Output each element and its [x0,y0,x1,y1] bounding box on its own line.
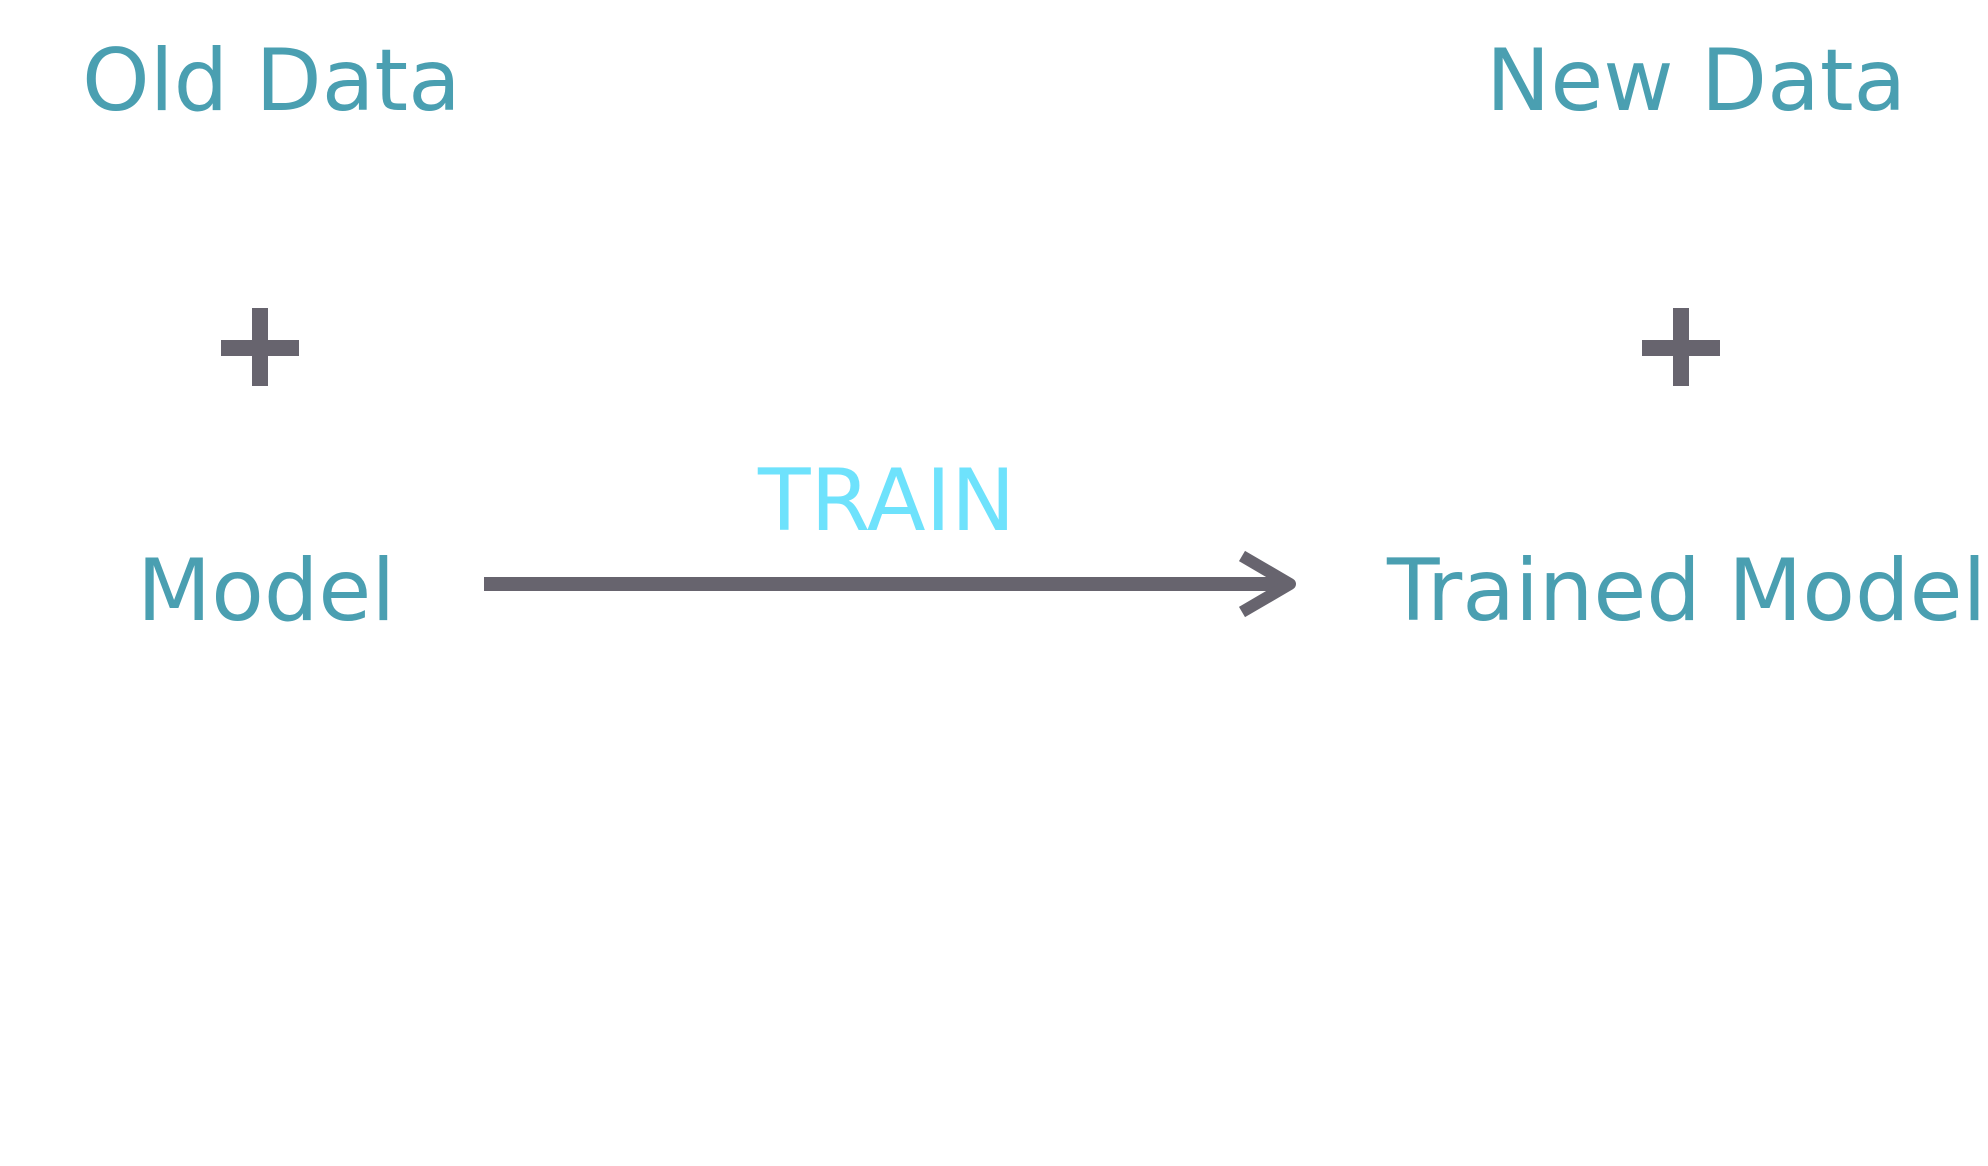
plus-icon-vertical [1673,308,1689,386]
train-label: TRAIN [758,451,1016,551]
plus-icon [1642,308,1720,386]
old-data-label: Old Data [82,31,461,131]
new-data-label: New Data [1486,31,1907,131]
plus-icon-vertical [252,308,268,386]
plus-icon [221,308,299,386]
model-label: Model [137,541,396,641]
arrow-head [1238,550,1296,618]
right-arrow-icon [484,550,1296,618]
trained-model-label: Trained Model [1387,541,1987,641]
